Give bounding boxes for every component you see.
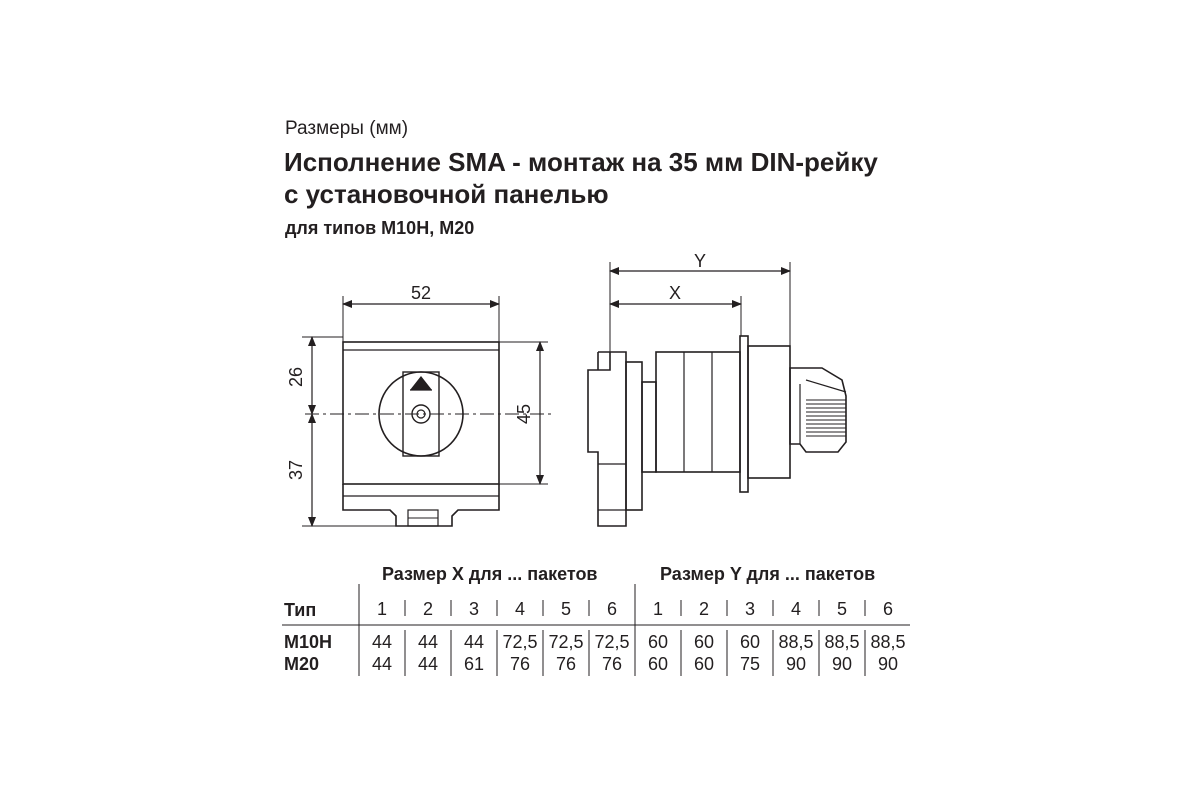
- side-knob: [789, 367, 847, 453]
- y-label: Y: [694, 251, 706, 271]
- front-panel: [739, 335, 749, 493]
- din-rail-clip: [587, 351, 627, 527]
- mounting-plate: [625, 361, 643, 511]
- switch-packets: [655, 351, 741, 473]
- front-housing: [747, 345, 791, 479]
- types-note: для типов M10H, M20: [285, 218, 475, 238]
- x-label: X: [669, 283, 681, 303]
- front-body-outline: [342, 341, 500, 485]
- lower-height-label: 37: [286, 460, 306, 480]
- knob-grip: [806, 399, 846, 437]
- upper-height-label: 26: [286, 367, 306, 387]
- title-line-1: Исполнение SMA - монтаж на 35 мм DIN-рей…: [284, 147, 878, 177]
- width-label: 52: [411, 283, 431, 303]
- handle-arrow-icon: [410, 376, 432, 390]
- right-height-label: 45: [514, 404, 534, 424]
- front-view: [302, 296, 553, 527]
- page-title: Исполнение SMA - монтаж на 35 мм DIN-рей…: [284, 146, 984, 210]
- front-din-clamp: [342, 484, 500, 527]
- side-view: [587, 262, 847, 527]
- title-line-2: с установочной панелью: [284, 179, 609, 209]
- page-subtitle: Размеры (мм): [285, 118, 409, 139]
- table-grid: [282, 584, 910, 676]
